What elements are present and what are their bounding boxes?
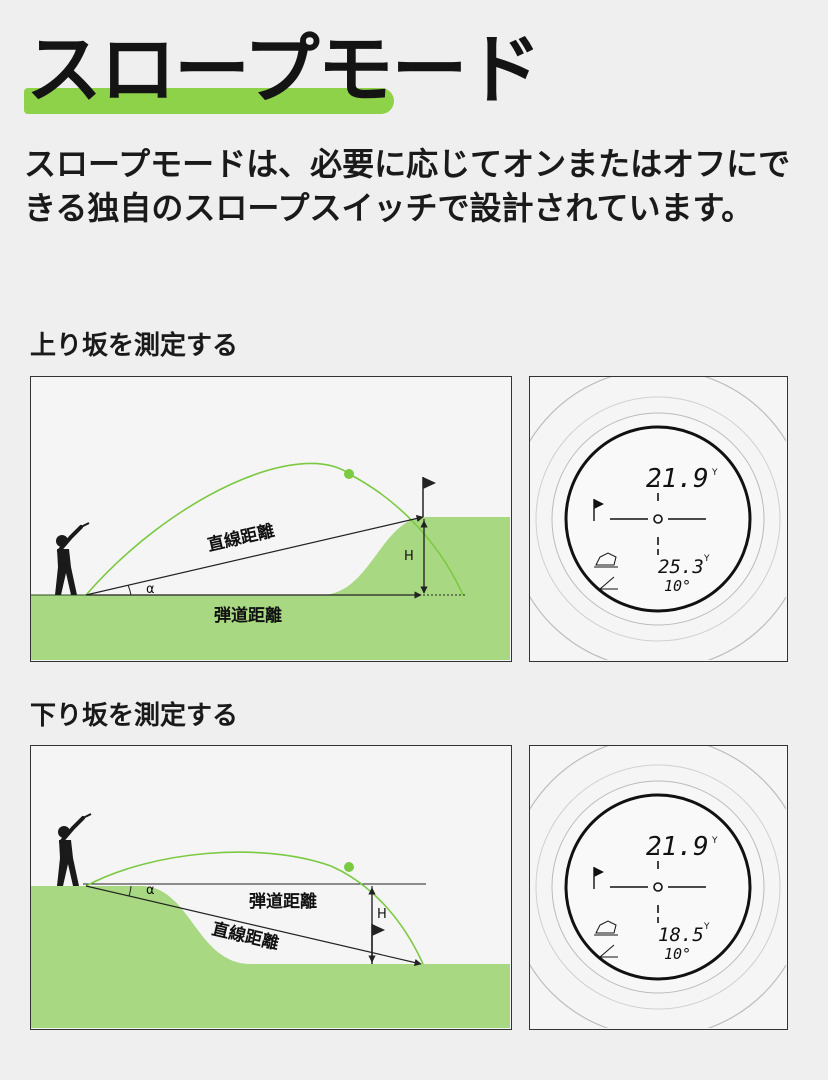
ball-apex <box>344 862 354 872</box>
title-block: スロープモード <box>22 22 582 122</box>
crosshair <box>610 481 706 555</box>
uphill-trajectory <box>85 462 464 596</box>
uphill-angle-label: α <box>146 582 155 597</box>
uphill-display-distance: 21.9 <box>646 464 709 494</box>
slope-angle-icon <box>599 944 618 958</box>
downhill-trajectory <box>85 851 424 965</box>
downhill-display-distance: 21.9 <box>646 832 709 862</box>
downhill-display-adjusted-unit: Y <box>703 922 710 932</box>
downhill-viewfinder: 21.9 Y 18.5 Y 10° <box>529 745 788 1030</box>
intro-text: スロープモードは、必要に応じてオンまたはオフにできる独自のスロープスイッチで設計… <box>24 145 791 227</box>
crosshair <box>610 849 706 923</box>
golfer-icon <box>57 813 92 886</box>
line-distance-arrow <box>85 514 424 596</box>
downhill-heading: 下り坂を測定する <box>30 701 239 731</box>
page-title: スロープモード <box>26 25 541 114</box>
line-distance-arrow <box>85 885 422 967</box>
uphill-ground <box>31 517 510 660</box>
downhill-angle-label: α <box>146 883 155 898</box>
flag-icon <box>372 924 385 936</box>
downhill-height-label: H <box>377 907 387 922</box>
uphill-display-adjusted: 25.3 <box>658 556 704 578</box>
uphill-line-label: 直線距離 <box>205 520 276 556</box>
downhill-diagram: 弾道距離 直線距離 α H <box>30 745 512 1030</box>
downhill-ground <box>31 886 510 1028</box>
flag-icon <box>593 499 604 521</box>
downhill-line-label: 直線距離 <box>210 918 281 954</box>
downhill-display-adjusted: 18.5 <box>658 924 704 946</box>
ball-apex <box>344 469 354 479</box>
uphill-heading: 上り坂を測定する <box>30 331 239 361</box>
slope-angle-icon <box>599 576 618 590</box>
downhill-display-distance-unit: Y <box>711 836 718 846</box>
uphill-display-distance-unit: Y <box>711 468 718 478</box>
golfer-icon <box>55 522 90 595</box>
golf-cart-icon <box>594 920 618 936</box>
flag-icon <box>593 867 604 889</box>
downhill-display-angle: 10° <box>664 945 691 963</box>
uphill-height-label: H <box>404 549 414 564</box>
golf-cart-icon <box>594 552 618 568</box>
uphill-display-angle: 10° <box>664 577 691 595</box>
uphill-viewfinder: 21.9 Y 25.3 Y 10° <box>529 376 788 662</box>
uphill-ground-label: 弾道距離 <box>214 605 282 626</box>
flag-icon <box>423 477 436 489</box>
uphill-display-adjusted-unit: Y <box>703 554 710 564</box>
downhill-ground-label: 弾道距離 <box>249 891 317 912</box>
title-underline <box>24 88 394 114</box>
uphill-diagram: 直線距離 弾道距離 α H <box>30 376 512 662</box>
